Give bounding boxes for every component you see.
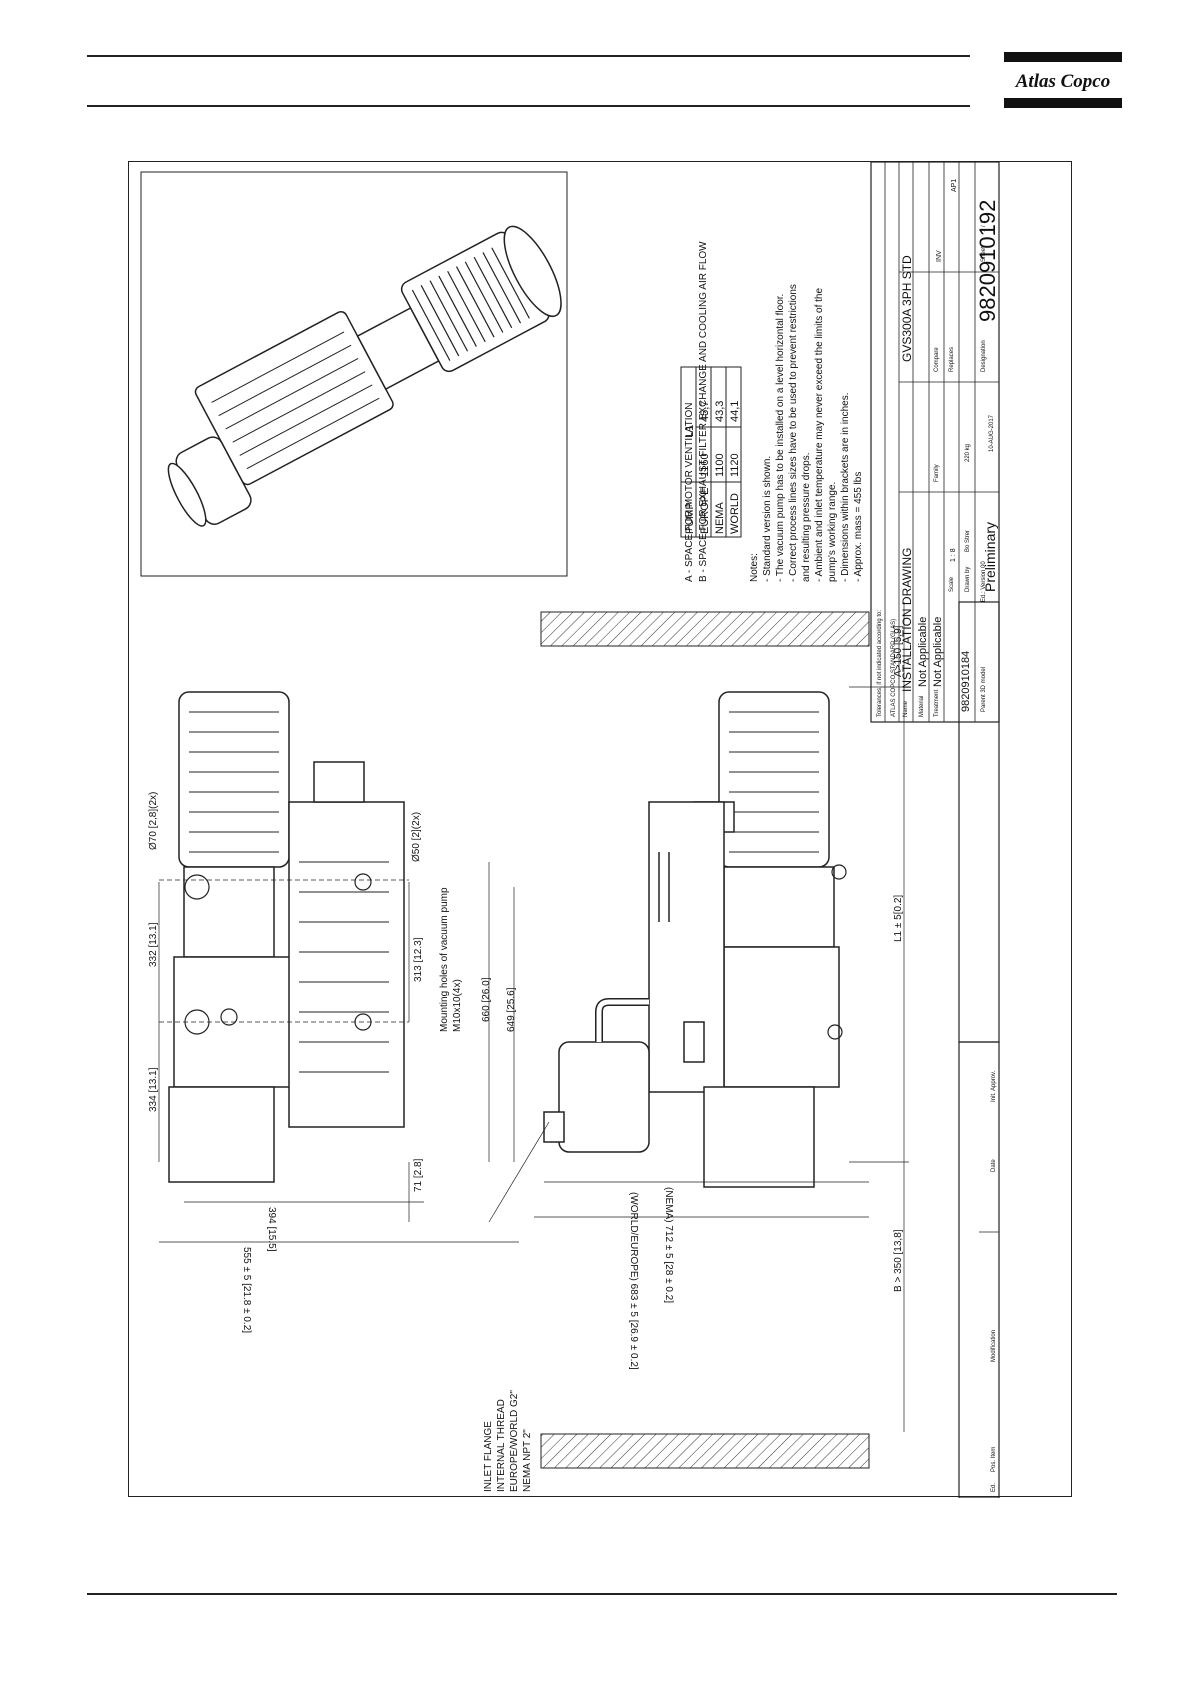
svg-text:Treatment: Treatment xyxy=(934,690,940,717)
l1-table: PUMP L1 EUROPE 1160 45,7 NEMA 1100 43,3 … xyxy=(680,366,742,538)
inlet-flange-note: INLET FLANGE INTERNAL THREAD EUROPE/WORL… xyxy=(483,1390,533,1492)
drawing-status: Preliminary xyxy=(982,522,998,592)
table-header-pump: PUMP xyxy=(684,502,696,534)
svg-text:Replaces: Replaces xyxy=(949,347,955,372)
svg-text:pump's working range.: pump's working range. xyxy=(827,482,838,582)
header-rule-bottom xyxy=(87,105,970,107)
svg-text:Init. Approv.: Init. Approv. xyxy=(991,1070,997,1102)
dim-d712: (NEMA) 712 ± 5 [28 ± 0.2] xyxy=(663,1187,674,1303)
svg-text:Parent 3D model: Parent 3D model xyxy=(981,667,987,712)
table-cell: WORLD xyxy=(729,493,741,534)
table-cell: 1100 xyxy=(714,453,726,477)
svg-text:INTERNAL THREAD: INTERNAL THREAD xyxy=(496,1399,507,1492)
top-view xyxy=(158,691,519,1243)
mounting-size: M10x10(4x) xyxy=(452,979,463,1032)
notes: Notes: - Standard version is shown. - Th… xyxy=(749,284,864,582)
svg-text:1 : 8: 1 : 8 xyxy=(950,548,957,562)
dim-d70: Ø70 [2,8](2x) xyxy=(148,792,159,850)
space-b-note: B - SPACE FOR EXHAUST FILTER EXCHANGE AN… xyxy=(698,241,709,582)
svg-text:- Standard version is shown.: - Standard version is shown. xyxy=(762,456,773,582)
parent-number: 9820910184 xyxy=(960,651,972,712)
header-rule-top xyxy=(87,55,970,57)
svg-text:- The vacuum pump has to be in: - The vacuum pump has to be installed on… xyxy=(775,294,786,582)
svg-text:Sheet: Sheet xyxy=(981,246,987,262)
svg-text:Ed.: Ed. xyxy=(991,1483,997,1492)
svg-text:Not Applicable: Not Applicable xyxy=(932,617,944,687)
table-cell: 1160 xyxy=(699,453,711,477)
svg-text:- Correct process lines sizes: - Correct process lines sizes have to be… xyxy=(788,284,799,582)
svg-text:Bo Strer: Bo Strer xyxy=(965,530,971,552)
installation-drawing: PUMP L1 EUROPE 1160 45,7 NEMA 1100 43,3 … xyxy=(128,161,1072,1498)
dim-l1: L1 ± 5[0.2] xyxy=(893,895,904,942)
svg-text:Pos. Item: Pos. Item xyxy=(991,1447,997,1472)
dim-d555: 555 ± 5 [21.8 ± 0.2] xyxy=(241,1247,252,1333)
dim-d334: 334 [13.1] xyxy=(148,1067,159,1112)
svg-text:- Dimensions within brackets a: - Dimensions within brackets are in inch… xyxy=(840,392,851,582)
svg-text:Notes:: Notes: xyxy=(749,553,760,582)
dim-d71: 71 [2.8] xyxy=(413,1158,424,1192)
dim-d394: 394 [15.5] xyxy=(266,1207,277,1252)
isometric-view xyxy=(140,171,568,577)
dim-d649: 649 [25.6] xyxy=(506,987,517,1032)
svg-text:Not Applicable: Not Applicable xyxy=(917,617,929,687)
svg-text:Atlas Copco: Atlas Copco xyxy=(1015,71,1110,92)
svg-text:Name: Name xyxy=(903,700,909,717)
svg-text:1 / 1: 1 / 1 xyxy=(981,220,987,232)
dim-a150: A>150 [5,9] xyxy=(893,625,904,677)
svg-text:and resulting pressure drops.: and resulting pressure drops. xyxy=(801,452,812,582)
dim-d50: Ø50 [2](2x) xyxy=(411,812,422,862)
table-cell: EUROPE xyxy=(699,488,711,534)
footer-rule xyxy=(87,1593,1117,1595)
dim-d332: 332 [13.1] xyxy=(148,922,159,967)
svg-text:Designation: Designation xyxy=(981,340,987,372)
drawing-name: INSTALLATION DRAWING xyxy=(900,548,914,692)
title-block: Tolerances, if not indicated according t… xyxy=(870,162,1000,1498)
table-cell: 45,7 xyxy=(699,401,711,422)
svg-text:Compare: Compare xyxy=(934,347,940,372)
product-name: GVS300A 3PH STD xyxy=(900,255,914,362)
svg-text:Date: Date xyxy=(991,1159,997,1172)
atlas-copco-logo: Atlas Copco xyxy=(1004,52,1122,108)
dim-d313: 313 [12.3] xyxy=(413,937,424,982)
svg-text:ATLAS COPCO STANDARD (GLAS): ATLAS COPCO STANDARD (GLAS) xyxy=(891,619,897,717)
svg-text:- Ambient and inlet temperatur: - Ambient and inlet temperature may neve… xyxy=(814,288,825,582)
svg-text:Tolerances, if not indicated a: Tolerances, if not indicated according t… xyxy=(877,610,883,717)
svg-text:Family: Family xyxy=(934,464,940,482)
svg-text:INV: INV xyxy=(936,250,943,262)
side-view xyxy=(488,602,909,1432)
svg-text:Scale: Scale xyxy=(949,576,955,592)
wall-b xyxy=(540,1433,870,1469)
svg-text:Modification: Modification xyxy=(991,1330,997,1362)
table-cell: 43,3 xyxy=(714,401,726,422)
dim-d660: 660 [26.0] xyxy=(481,977,492,1022)
mounting-note: Mounting holes of vacuum pump xyxy=(439,887,450,1032)
wall-a xyxy=(540,611,870,647)
svg-text:220 kg: 220 kg xyxy=(965,444,971,462)
table-cell: 1120 xyxy=(729,453,741,477)
svg-text:Material: Material xyxy=(919,696,925,717)
svg-text:Drawn by: Drawn by xyxy=(965,567,971,592)
drawing-number: 9820910192 xyxy=(975,200,1000,322)
dim-b350: B > 350 [13,8] xyxy=(893,1229,904,1292)
svg-text:10-AUG-2017: 10-AUG-2017 xyxy=(989,414,995,452)
table-header-l1: L1 xyxy=(684,425,696,437)
svg-text:AP1: AP1 xyxy=(951,179,958,192)
svg-text:INLET FLANGE: INLET FLANGE xyxy=(483,1421,494,1492)
table-cell: 44,1 xyxy=(729,401,741,422)
svg-text:- Approx. mass = 455 lbs: - Approx. mass = 455 lbs xyxy=(853,472,864,582)
dim-d683: (WORLD/EUROPE) 683 ± 5 [26.9 ± 0.2] xyxy=(628,1192,639,1370)
svg-text:EUROPE/WORLD G2": EUROPE/WORLD G2" xyxy=(509,1390,520,1492)
space-a-note: A - SPACE FOR MOTOR VENTILATION xyxy=(684,403,695,582)
table-cell: NEMA xyxy=(714,502,726,534)
svg-text:Ed.: Version 00: Ed.: Version 00 xyxy=(981,561,987,602)
svg-text:NEMA NPT 2": NEMA NPT 2" xyxy=(522,1429,533,1492)
